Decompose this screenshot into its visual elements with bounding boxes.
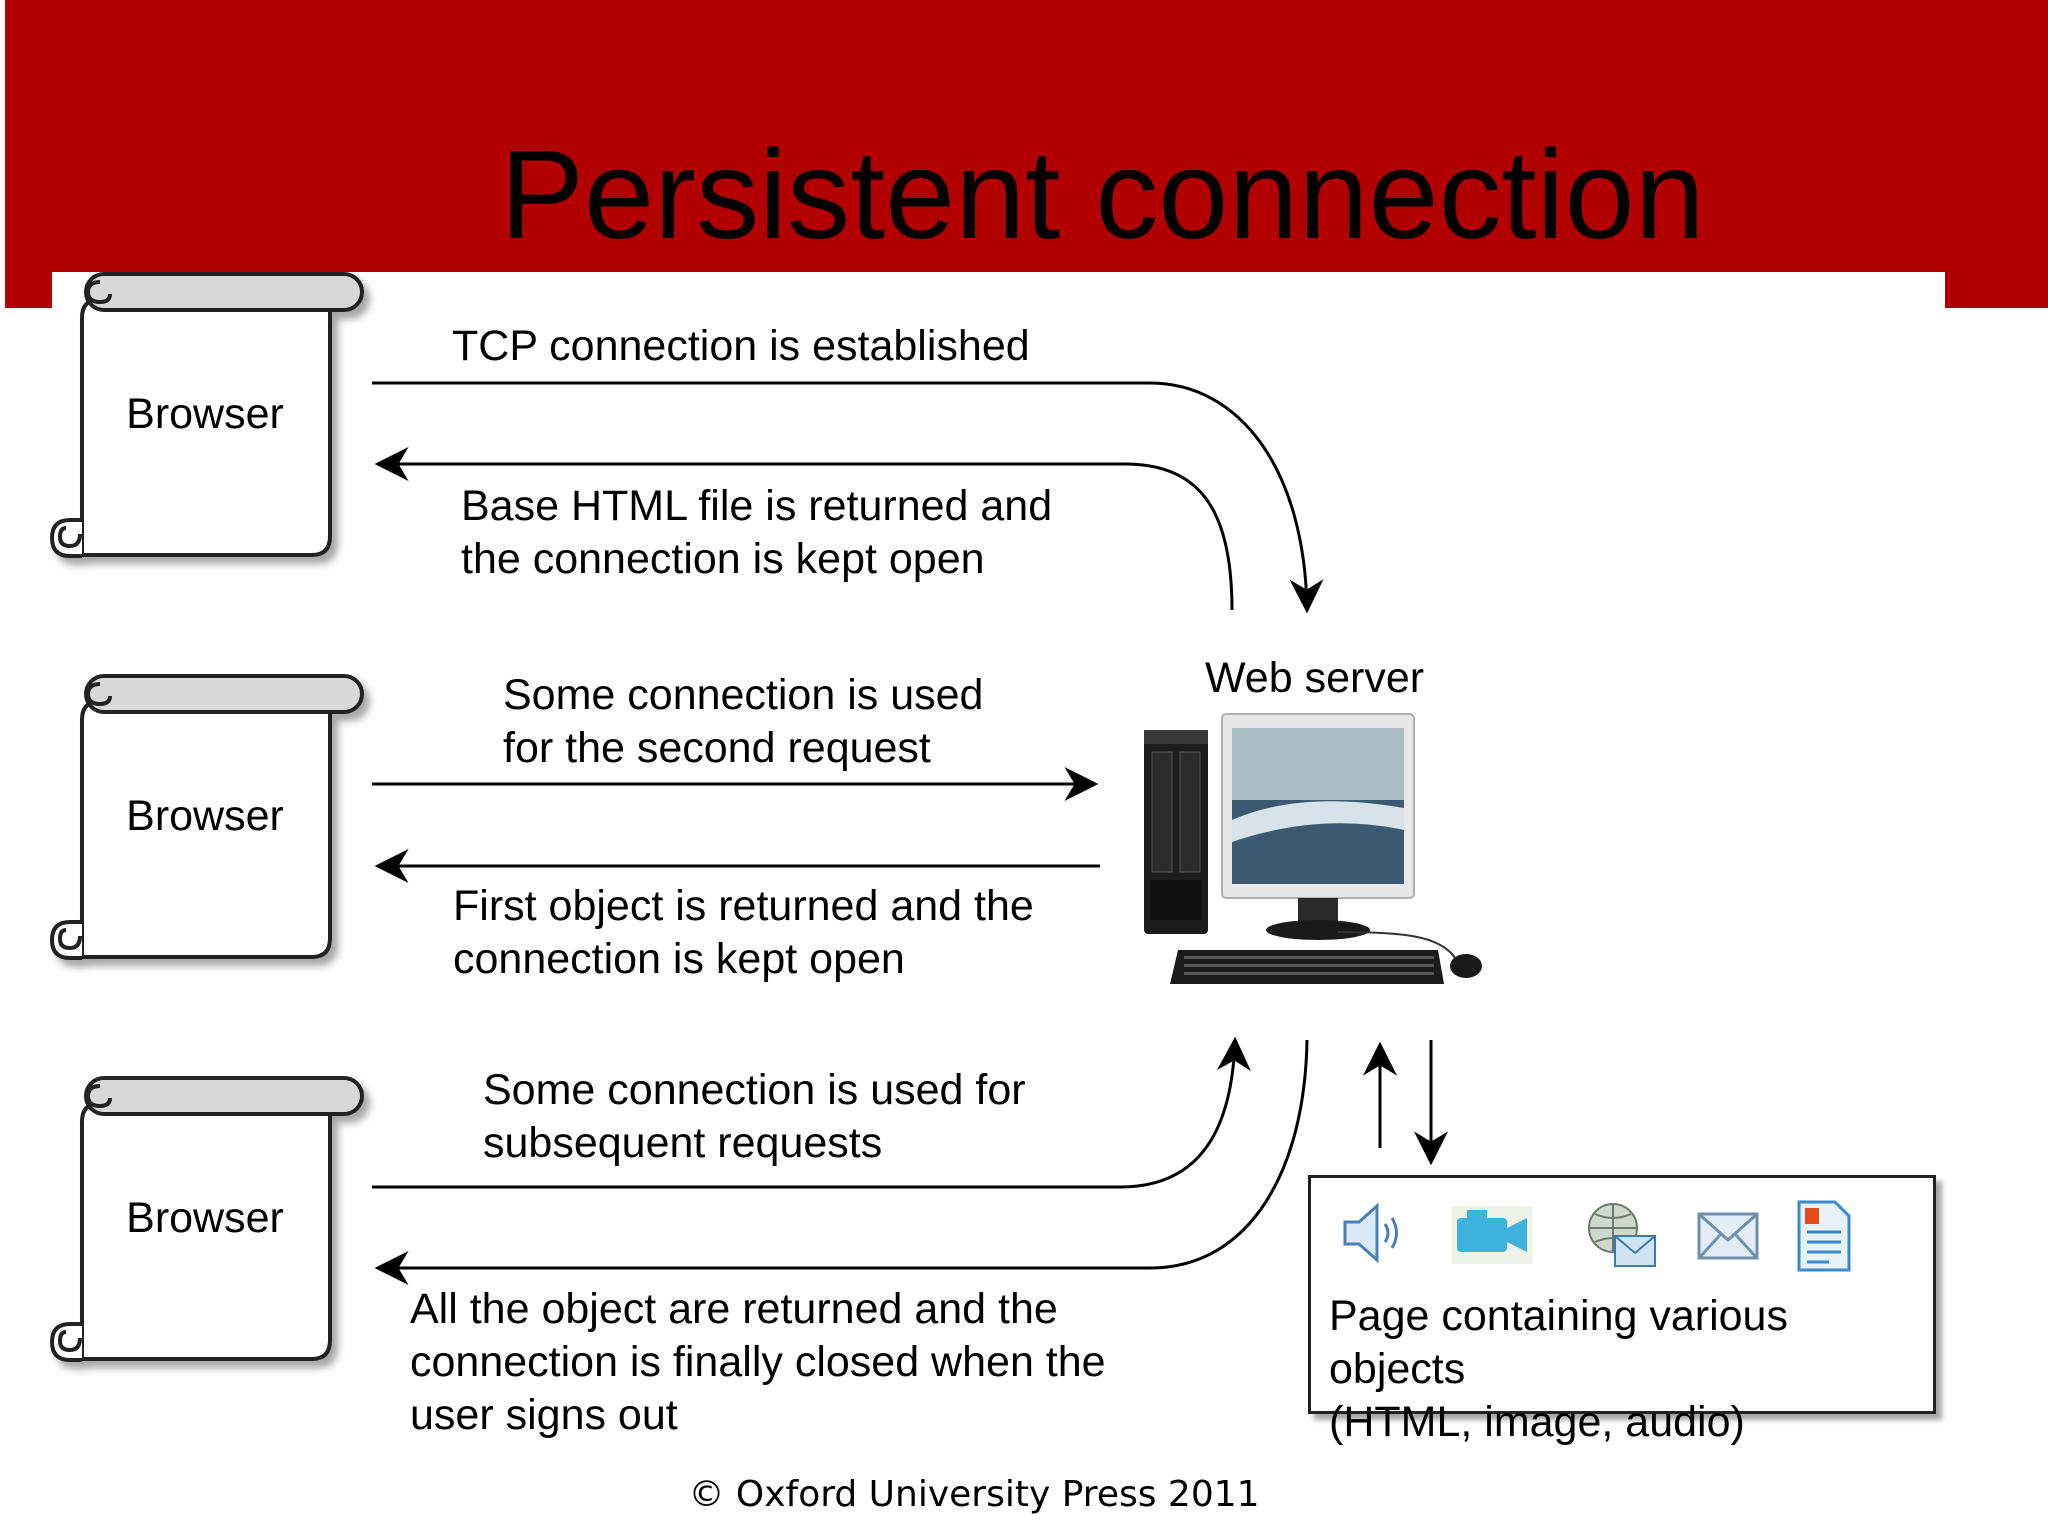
copyright-footer: © Oxford University Press 2011	[688, 1474, 1260, 1515]
label-first-object-returned: First object is returned and the connect…	[453, 882, 1034, 983]
objects-page-caption: Page containing various objects (HTML, i…	[1329, 1292, 1788, 1446]
browser-label-1: Browser	[126, 390, 284, 438]
arrow-base-html-returned	[374, 447, 1234, 611]
title-banner	[5, 0, 2048, 308]
slide-title: Persistent connection	[500, 124, 1705, 265]
envelope-icon	[1697, 1212, 1759, 1260]
web-server-computer-icon	[1144, 713, 1482, 984]
arrow-tcp-established	[372, 381, 1324, 614]
browser-label-3: Browser	[126, 1194, 284, 1242]
web-server-label: Web server	[1205, 654, 1425, 702]
label-tcp-established: TCP connection is established	[452, 322, 1030, 370]
speaker-icon	[1343, 1202, 1398, 1264]
video-camera-icon	[1451, 1206, 1533, 1264]
arrow-all-objects-returned	[374, 1039, 1309, 1285]
label-subsequent-requests: Some connection is used for subsequent r…	[483, 1066, 1026, 1167]
arrow-subsequent-requests	[372, 1036, 1251, 1189]
browser-label-2: Browser	[126, 792, 284, 840]
globe-mail-icon	[1588, 1203, 1656, 1267]
document-icon	[1797, 1200, 1851, 1272]
label-second-request: Some connection is used for the second r…	[503, 671, 984, 772]
objects-page-box: Page containing various objects (HTML, i…	[1308, 1175, 1936, 1446]
label-all-objects-returned: All the object are returned and the conn…	[410, 1285, 1106, 1439]
label-base-html-returned: Base HTML file is returned and the conne…	[461, 482, 1053, 583]
